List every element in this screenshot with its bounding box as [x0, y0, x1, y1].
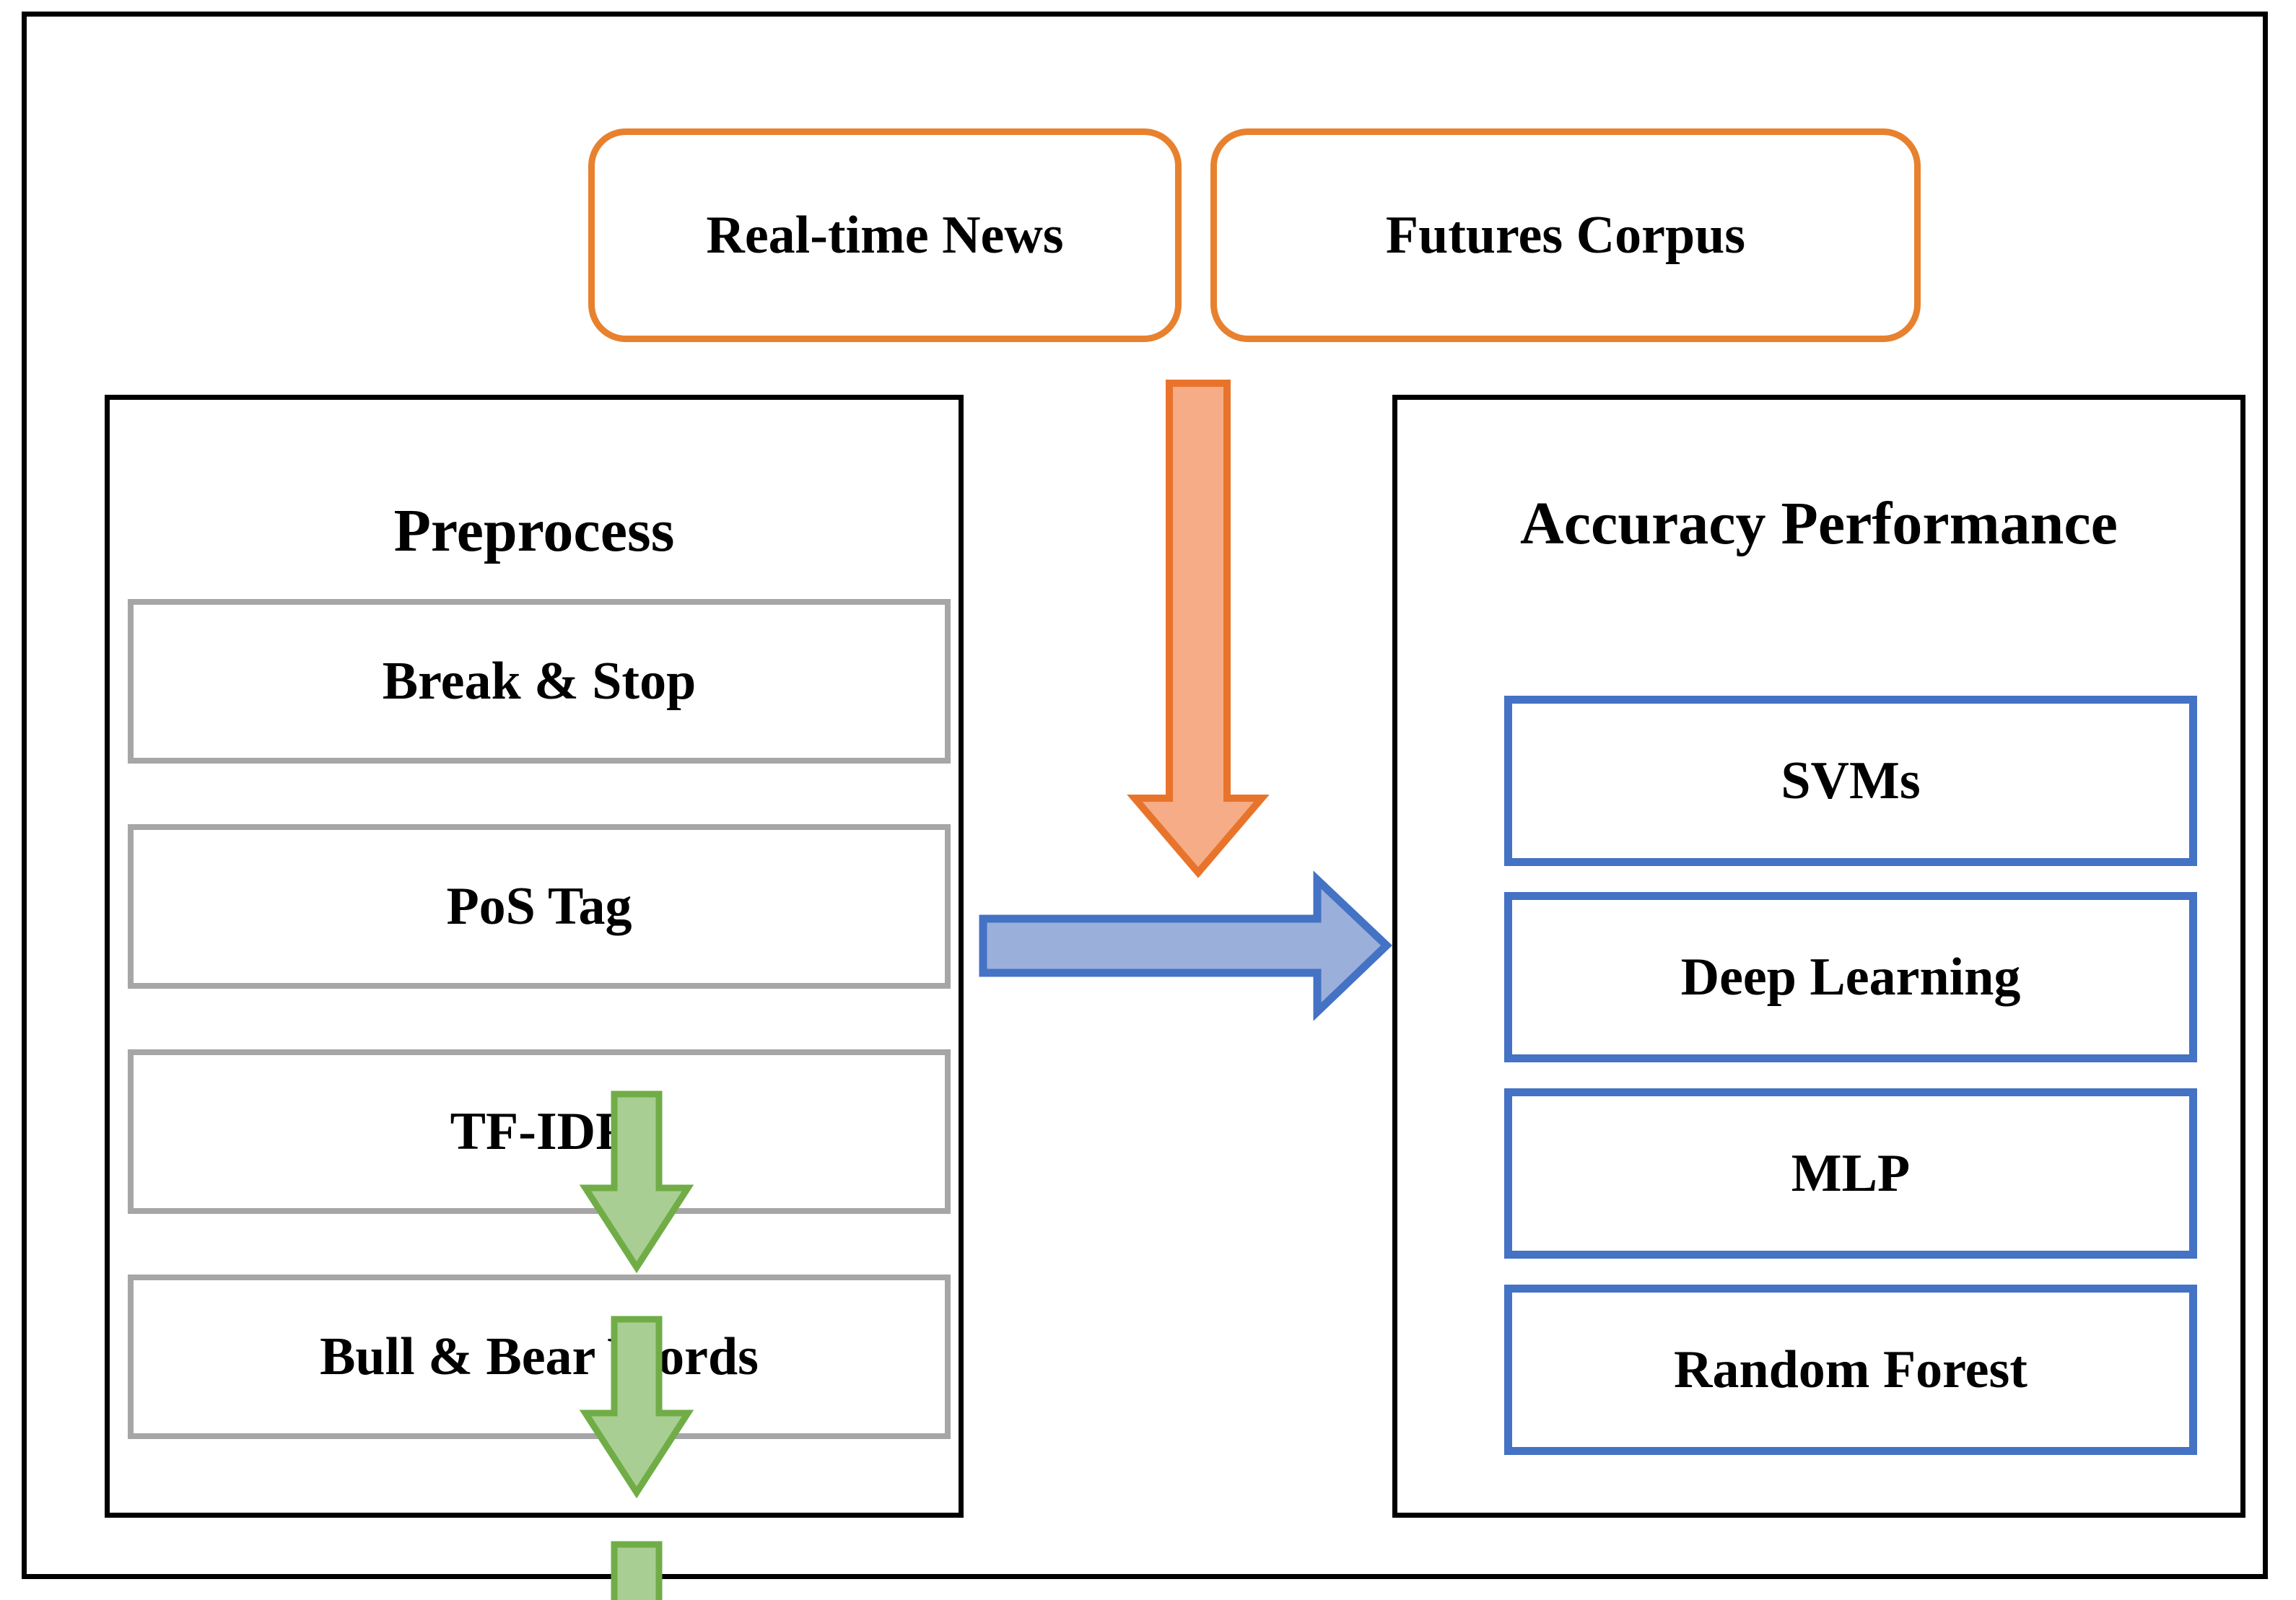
model-label: Deep Learning — [1680, 948, 2021, 1007]
preprocess-panel: Preprocess Break & Stop PoS Tag TF-IDF B… — [105, 395, 964, 1600]
step-label: Bull & Bear Words — [320, 1327, 759, 1386]
step-box-tf-idf[interactable]: TF-IDF — [128, 1049, 951, 1214]
model-label: SVMs — [1781, 751, 1921, 810]
step-label: TF-IDF — [450, 1102, 629, 1161]
model-box-deep-learning[interactable]: Deep Learning — [1504, 892, 2197, 1062]
source-label: Real-time News — [706, 206, 1064, 265]
outer-frame: Real-time News Futures Corpus Preprocess… — [22, 12, 2268, 1600]
model-box-random-forest[interactable]: Random Forest — [1504, 1285, 2197, 1455]
step-box-pos-tag[interactable]: PoS Tag — [128, 824, 951, 989]
green-down-arrow-icon — [579, 1316, 694, 1499]
model-label: MLP — [1791, 1144, 1911, 1203]
green-down-arrow-icon — [611, 1541, 663, 1600]
step-label: PoS Tag — [446, 877, 632, 936]
accuracy-panel-title: Accuracy Performance — [1520, 490, 2118, 557]
step-box-bull-and-bear-words[interactable]: Bull & Bear Words — [128, 1275, 951, 1439]
green-down-arrow-icon — [579, 1090, 694, 1274]
source-label: Futures Corpus — [1385, 206, 1746, 265]
model-box-svms[interactable]: SVMs — [1504, 696, 2197, 866]
preprocess-panel-title: Preprocess — [393, 497, 675, 564]
model-label: Random Forest — [1674, 1340, 2027, 1399]
model-box-mlp[interactable]: MLP — [1504, 1088, 2197, 1259]
orange-down-arrow-icon — [1127, 380, 1270, 878]
accuracy-panel: Accuracy Performance SVMs Deep Learning … — [1392, 395, 2245, 1518]
step-label: Break & Stop — [382, 652, 697, 711]
source-box-futures-corpus[interactable]: Futures Corpus — [1210, 128, 1921, 342]
step-box-break-and-stop[interactable]: Break & Stop — [128, 599, 951, 764]
blue-right-arrow-icon — [979, 870, 1392, 1021]
source-box-real-time-news[interactable]: Real-time News — [588, 128, 1182, 342]
